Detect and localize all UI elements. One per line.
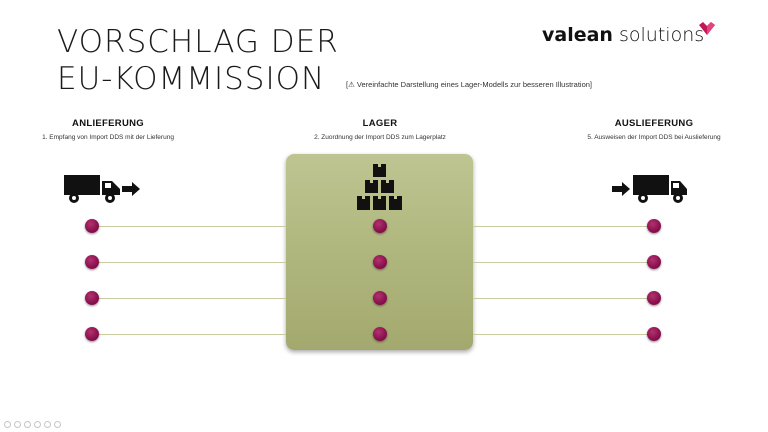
toolbar-pen-button[interactable] xyxy=(24,421,31,428)
toolbar-prev-button[interactable] xyxy=(4,421,11,428)
logo-suffix: solutions xyxy=(612,24,705,46)
warehouse-item-dot xyxy=(373,291,387,305)
step-anlieferung: 1. Empfang von Import DDS mit der Liefer… xyxy=(42,134,174,141)
logo-heart-icon xyxy=(699,22,715,35)
flow-line-outbound xyxy=(473,262,654,263)
illustration-note: [⚠ Vereinfachte Darstellung eines Lager-… xyxy=(346,80,593,89)
outbound-item-dot xyxy=(647,327,661,341)
toolbar-view-button[interactable] xyxy=(34,421,41,428)
inbound-item-dot xyxy=(85,327,99,341)
flow-line-outbound xyxy=(473,334,654,335)
stacked-boxes-icon xyxy=(357,164,402,210)
step-lager: 2. Zuordnung der Import DDS zum Lagerpla… xyxy=(314,134,446,141)
title-line-1: VORSCHLAG DER xyxy=(57,24,339,60)
flow-line-inbound xyxy=(92,226,286,227)
flow-line-outbound xyxy=(473,226,654,227)
outbound-item-dot xyxy=(647,219,661,233)
warehouse-panel xyxy=(286,154,473,350)
inbound-truck-icon xyxy=(64,175,140,203)
slide-title: VORSCHLAG DER EU-KOMMISSION xyxy=(57,24,339,98)
warehouse-item-dot xyxy=(373,255,387,269)
outbound-item-dot xyxy=(647,255,661,269)
warehouse-item-dot xyxy=(373,219,387,233)
inbound-item-dot xyxy=(85,219,99,233)
flow-line-inbound xyxy=(92,262,286,263)
toolbar-more-button[interactable] xyxy=(54,421,61,428)
flow-line-inbound xyxy=(92,334,286,335)
warehouse-item-dot xyxy=(373,327,387,341)
toolbar-zoom-button[interactable] xyxy=(44,421,51,428)
flow-line-inbound xyxy=(92,298,286,299)
step-auslieferung: 5. Ausweisen der Import DDS bei Ausliefe… xyxy=(587,134,721,141)
heading-lager: LAGER xyxy=(362,118,398,129)
outbound-truck-icon xyxy=(612,175,687,203)
flow-line-outbound xyxy=(473,298,654,299)
inbound-item-dot xyxy=(85,291,99,305)
outbound-item-dot xyxy=(647,291,661,305)
heading-anlieferung: ANLIEFERUNG xyxy=(72,118,144,129)
toolbar-next-button[interactable] xyxy=(14,421,21,428)
inbound-item-dot xyxy=(85,255,99,269)
logo-brand: valean xyxy=(542,24,613,46)
heading-auslieferung: AUSLIEFERUNG xyxy=(614,118,694,129)
presentation-toolbar xyxy=(4,421,61,428)
title-line-2: EU-KOMMISSION xyxy=(57,61,326,97)
company-logo: valean solutions xyxy=(542,24,704,46)
